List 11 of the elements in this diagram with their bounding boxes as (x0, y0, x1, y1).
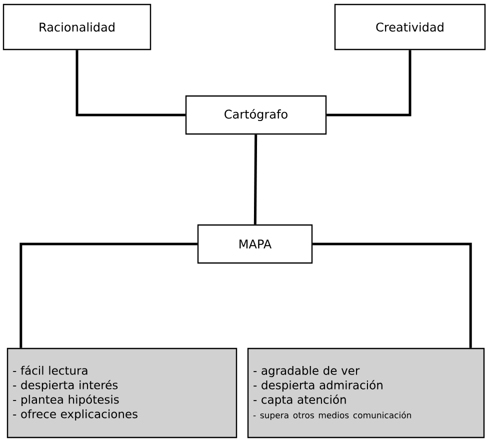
connector-line (20, 242, 198, 348)
connector-line (312, 242, 472, 348)
label-box: Cartógrafo (185, 95, 327, 135)
label-box: Creatividad (334, 4, 486, 50)
connector-line (76, 50, 186, 116)
label-box: MAPA (197, 224, 313, 264)
label-box: Racionalidad (2, 4, 152, 50)
list-box: - fácil lectura - despierta interés - plantea hipótesis - ofrece explicaciones (6, 348, 238, 438)
connector-line (326, 50, 412, 116)
connector-line (254, 134, 258, 224)
list-box: - agradable de ver - despierta admiración - capta atención - supera otros medios comunicación (247, 348, 485, 438)
